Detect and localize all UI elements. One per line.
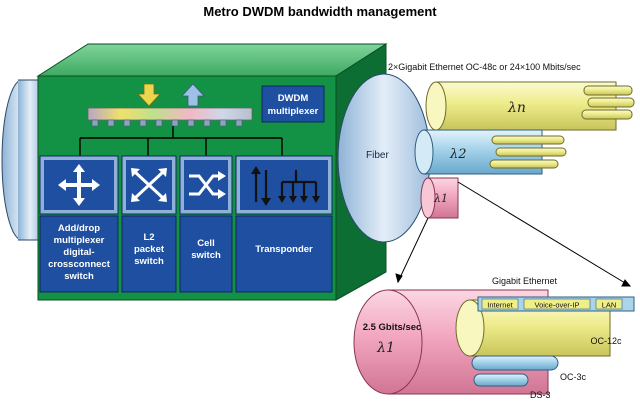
chassis-top (36, 43, 388, 77)
lambda-1-cable: λ1 (420, 177, 459, 219)
lambda-n-label: λn (507, 100, 526, 116)
channel-ds3: DS-3 (530, 390, 551, 400)
fiber-end: Fiber (337, 73, 431, 243)
detail-view: Gigabit Ethernet 2.5 Gbits/sec λ1 Intern… (353, 276, 635, 400)
module-cell-switch: Cell switch (179, 155, 233, 293)
lambda-1-label: λ1 (433, 192, 448, 205)
service-internet: Internet (487, 301, 513, 310)
detail-rate-label: 2.5 Gbits/sec (363, 322, 422, 333)
module-add-drop-line-4: crossconnect (48, 259, 111, 270)
module-add-drop-line-2: multiplexer (54, 235, 105, 246)
module-cell-line-2: switch (191, 250, 221, 261)
module-cell-line-1: Cell (197, 238, 214, 249)
service-lan: LAN (602, 301, 617, 310)
transponder-arrows-icon (251, 166, 320, 206)
cell-switch-arrows-icon (189, 174, 221, 196)
channel-oc3c: OC-3c (560, 372, 587, 382)
lambda-2-cable: λ2 (414, 129, 567, 175)
module-l2-line-2: packet (134, 244, 165, 255)
module-transponder-line-1: Transponder (255, 244, 313, 255)
fiber-top-label: 2×Gigabit Ethernet OC-48c or 24×100 Mbit… (388, 62, 581, 72)
multiplexer-label: multiplexer (268, 106, 319, 117)
module-transponder: Transponder (235, 155, 333, 293)
detail-top-label: Gigabit Ethernet (492, 276, 558, 286)
module-l2-line-3: switch (134, 256, 164, 267)
wavelength-band (87, 83, 253, 127)
module-add-drop-line-3: digital- (63, 247, 94, 258)
drop-arrow-icon (137, 83, 161, 107)
channel-oc12c: OC-12c (590, 336, 622, 346)
module-l2-line-1: L2 (143, 232, 154, 243)
module-add-drop: Add/drop multiplexer digital- crossconne… (39, 155, 119, 293)
dwdm-multiplexer-box: DWDM multiplexer (261, 85, 325, 123)
fiber-label: Fiber (366, 150, 389, 161)
module-add-drop-line-1: Add/drop (58, 223, 100, 234)
lambda-n-cable: λn (425, 81, 635, 131)
four-way-arrows-icon (58, 164, 100, 206)
module-connectors (79, 126, 283, 156)
service-voip: Voice-over-IP (534, 301, 579, 310)
lambda-2-label: λ2 (449, 147, 467, 162)
left-fiber-cap (1, 79, 43, 241)
diagram-title: Metro DWDM bandwidth management (203, 4, 437, 19)
zoom-lines (395, 181, 632, 287)
l2-switch-arrows-icon (133, 170, 165, 200)
module-add-drop-line-5: switch (64, 271, 94, 282)
dwdm-label: DWDM (278, 93, 309, 104)
detail-lambda-label: λ1 (376, 340, 395, 356)
add-arrow-icon (181, 83, 205, 107)
module-l2-switch: L2 packet switch (121, 155, 177, 293)
